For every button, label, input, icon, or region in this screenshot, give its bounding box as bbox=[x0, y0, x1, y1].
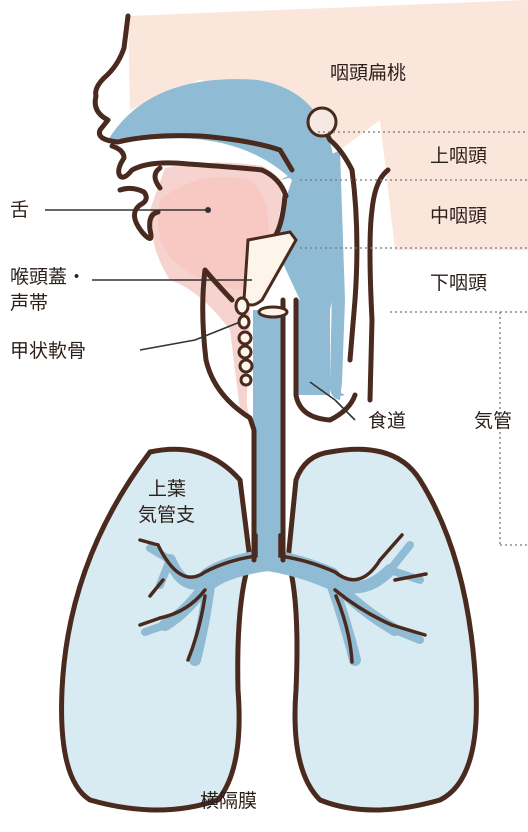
label-upper-lobe-2: 気管支 bbox=[138, 504, 195, 526]
esophagus-tube bbox=[296, 300, 330, 395]
label-epiglottis-2: 声帯 bbox=[10, 292, 48, 314]
label-tongue: 舌 bbox=[10, 199, 29, 221]
label-mesopharynx: 中咽頭 bbox=[430, 205, 487, 227]
label-trachea: 気管 bbox=[474, 410, 512, 432]
label-thyroid-cartilage: 甲状軟骨 bbox=[10, 340, 86, 362]
label-adenoid: 咽頭扁桃 bbox=[330, 62, 406, 84]
label-upper-lobe-1: 上葉 bbox=[148, 478, 186, 500]
right-lung bbox=[288, 449, 476, 810]
adenoid-shape bbox=[308, 108, 336, 136]
label-epipharynx: 上咽頭 bbox=[430, 145, 487, 167]
label-hypopharynx: 下咽頭 bbox=[430, 272, 487, 294]
trachea-tube bbox=[253, 310, 283, 540]
label-esophagus: 食道 bbox=[368, 410, 406, 432]
label-diaphragm: 横隔膜 bbox=[200, 790, 257, 812]
label-epiglottis-1: 喉頭蓋・ bbox=[10, 266, 86, 288]
